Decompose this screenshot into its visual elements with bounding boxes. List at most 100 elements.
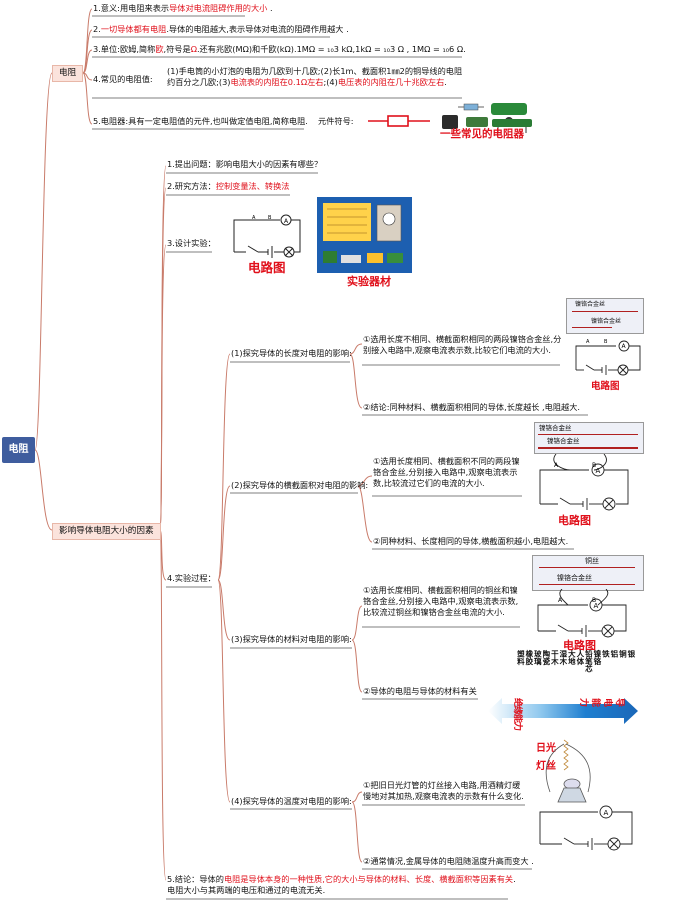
svg-text:A: A [554,462,559,469]
exp-temperature-step[interactable]: ①把旧日光灯管的灯丝接入电路,用酒精灯缓慢地对其加热,观察电流表的示数有什么变化… [363,780,524,801]
item-resistor-text: 5.电阻器:具有一定电阻值的元件,也叫做定值电阻,简称电阻. [93,116,308,126]
common-values-line2: 约百分之几欧;(3)电流表的内阻在0.1Ω左右;(4)电压表的内阻在几十兆欧左右… [167,77,462,88]
svg-text:A: A [594,602,599,610]
conductivity-arrow-icon [488,698,638,724]
material-item: 湿木 [558,650,568,665]
exp-length-wire2 [572,327,612,328]
step-method[interactable]: 2.研究方法：控制变量法、转换法 [167,181,289,192]
material-item: 塑料 [516,650,526,665]
exp-area-circuit-diagram: A A B [539,454,629,511]
item-common-values-detail: (1)手电筒的小灯泡的电阻为几欧到十几欧;(2)长1m、截面积1㎜2的铜导线的电… [167,66,462,88]
exp-area-conclusion[interactable]: ②同种材料、长度相同的导体,横截面积越小,电阻越大. [373,536,569,546]
branch-resistance[interactable]: 电阻 [52,65,84,83]
svg-text:A: A [604,809,609,817]
item-unit-ou: 欧 [155,44,164,54]
material-item: 铜 [618,650,628,658]
step-conclusion-line2: 电阻大小与其两端的电压和通过的电流无关. [167,884,326,895]
fluorescent-filament-label: 日光灯丝 [536,743,556,772]
exp-area-wire1-label: 镍铬合金丝 [539,424,572,432]
step-method-highlight: 控制变量法、转换法 [215,181,290,191]
item-meaning[interactable]: 1.意义:用电阻来表示导体对电流阻碍作用的大小 . [93,3,273,14]
exp-material-wire1 [539,567,635,568]
exp-material-conclusion[interactable]: ②导体的电阻与导体的材料有关 [363,686,477,696]
step-question[interactable]: 1.提出问题：影响电阻大小的因素有哪些？ [167,159,323,169]
common-values-sep: ;(4) [323,76,338,87]
exp-area-wire2-label: 镍铬合金丝 [547,437,580,445]
exp-material-wire2 [539,584,635,585]
step-method-label: 2.研究方法： [167,181,216,191]
material-item: 铝 [609,650,619,658]
step-process[interactable]: 4.实验过程： [167,573,216,583]
materials-list: 银铜铝铁镍铬铅笔芯人体大地湿木干木陶瓷玻璃橡胶塑料 [510,650,636,696]
material-item: 镍铬 [592,650,602,665]
item-all-conductors[interactable]: 2.一切导体都有电阻.导体的电阻越大,表示导体对电流的阻碍作用越大 . [93,24,349,35]
material-item: 陶瓷 [541,650,551,665]
material-item: 干木 [550,650,560,665]
item-all-conductors-num: 2. [93,24,101,34]
exp-length-step[interactable]: ①选用长度不相同、横截面积相同的两段镍铬合金丝,分别接入电路中,观察电流表示数,… [363,334,562,355]
item-unit-symbol-label: ,符号是 [163,44,191,54]
common-values-line1: (1)手电筒的小灯泡的电阻为几欧到十几欧;(2)长1m、截面积1㎜2的铜导线的电… [167,66,463,76]
exp-length-title[interactable]: (1)探究导体的长度对电阻的影响: [231,348,352,358]
exp-area-caption: 电路图 [558,514,591,527]
exp-area-wire1 [538,434,638,435]
item-unit-omega: Ω [190,44,197,54]
exp-material-caption: 电路图 [563,639,596,652]
branch-factors[interactable]: 影响导体电阻大小的因素 [52,523,161,541]
conduction-label: 导电能力 [578,698,624,707]
apparatus-photo [317,197,412,273]
design-circuit-caption: 电路图 [248,260,286,275]
svg-text:A: A [252,215,256,221]
step-design[interactable]: 3.设计实验： [167,238,216,248]
voltmeter-resistance: 电压表的内阻在几十兆欧左右 [337,76,445,87]
material-item: 大地 [567,650,577,665]
exp-length-wire1 [572,311,638,312]
common-values-text: 约百分之几欧;(3) [167,76,231,87]
conclusion-end: . [513,874,516,884]
exp-area-wire-board: 镍铬合金丝 镍铬合金丝 [534,422,644,454]
root-node[interactable]: 电阻 [2,437,35,463]
item-meaning-text: 1.意义:用电阻来表示 [93,3,170,13]
exp-area-title[interactable]: (2)探究导体的横截面积对电阻的影响: [231,480,369,490]
material-item: 人体 [575,650,585,665]
resistor-symbol-icon [368,115,430,127]
svg-text:A: A [622,343,627,350]
step-conclusion-line1: 5.结论：导体的电阻是导体本身的一种性质,它的大小与导体的材料、长度、横截面积等… [167,874,516,885]
svg-text:A: A [284,218,289,225]
svg-text:A: A [586,339,590,345]
material-item: 铅笔芯 [584,650,594,673]
exp-temperature-title[interactable]: (4)探究导体的温度对电阻的影响: [231,796,352,806]
exp-material-wire2-label: 镍铬合金丝 [557,574,592,582]
exp-temperature-apparatus: A [539,739,633,851]
ammeter-resistance: 电流表的内阻在0.1Ω左右 [230,76,324,87]
insulation-label: 绝缘能力 [512,698,522,731]
exp-material-circuit-diagram: A A B [537,589,627,638]
svg-text:B: B [592,597,596,604]
item-meaning-end: . [267,3,273,13]
exp-length-caption: 电路图 [591,381,620,392]
exp-temperature-conclusion[interactable]: ②通常情况,金属导体的电阻随温度升高而变大 . [363,856,534,866]
item-unit[interactable]: 3.单位:欧姆,简称欧,符号是Ω.还有兆欧(MΩ)和千欧(kΩ).1MΩ = ₁… [93,44,466,55]
exp-area-wire2 [538,447,638,449]
step-conclusion[interactable]: 5.结论：导体的电阻是导体本身的一种性质,它的大小与导体的材料、长度、横截面积等… [167,874,516,896]
resistor-photos-caption: 一些常见的电阻器 [440,128,524,140]
exp-area-step[interactable]: ①选用长度相同、横截面积不同的两段镍铬合金丝,分别接入电路中,观察电流表示数,比… [373,456,520,488]
item-resistor[interactable]: 5.电阻器:具有一定电阻值的元件,也叫做定值电阻,简称电阻. [93,116,308,127]
conclusion-prefix: 5.结论：导体的 [167,874,224,884]
svg-text:B: B [592,462,596,469]
symbol-label: 元件符号: [318,116,354,126]
svg-text:A: A [558,597,563,604]
common-values-end: . [444,76,447,87]
exp-material-step[interactable]: ①选用长度相同、横截面积相同的铜丝和镍铬合金丝,分别接入电路中,观察电流表示数,… [363,585,519,617]
exp-length-conclusion[interactable]: ②结论:同种材料、横截面积相同的导体,长度越长 ,电阻越大. [363,402,581,412]
exp-material-wire1-label: 铜丝 [585,557,599,565]
apparatus-caption: 实验器材 [347,275,391,288]
svg-text:B: B [604,339,608,345]
item-unit-conversions: .还有兆欧(MΩ)和千欧(kΩ).1MΩ = ₁₀3 kΩ,1kΩ = ₁₀3 … [196,44,466,54]
exp-material-wire-board: 铜丝 镍铬合金丝 [532,555,644,591]
exp-material-title[interactable]: (3)探究导体的材料对电阻的影响: [231,634,352,644]
svg-text:A: A [596,467,601,475]
exp-length-wire-board: 镍铬合金丝 镍铬合金丝 [566,298,644,334]
item-common-values-label[interactable]: 4.常见的电阻值: [93,74,153,84]
